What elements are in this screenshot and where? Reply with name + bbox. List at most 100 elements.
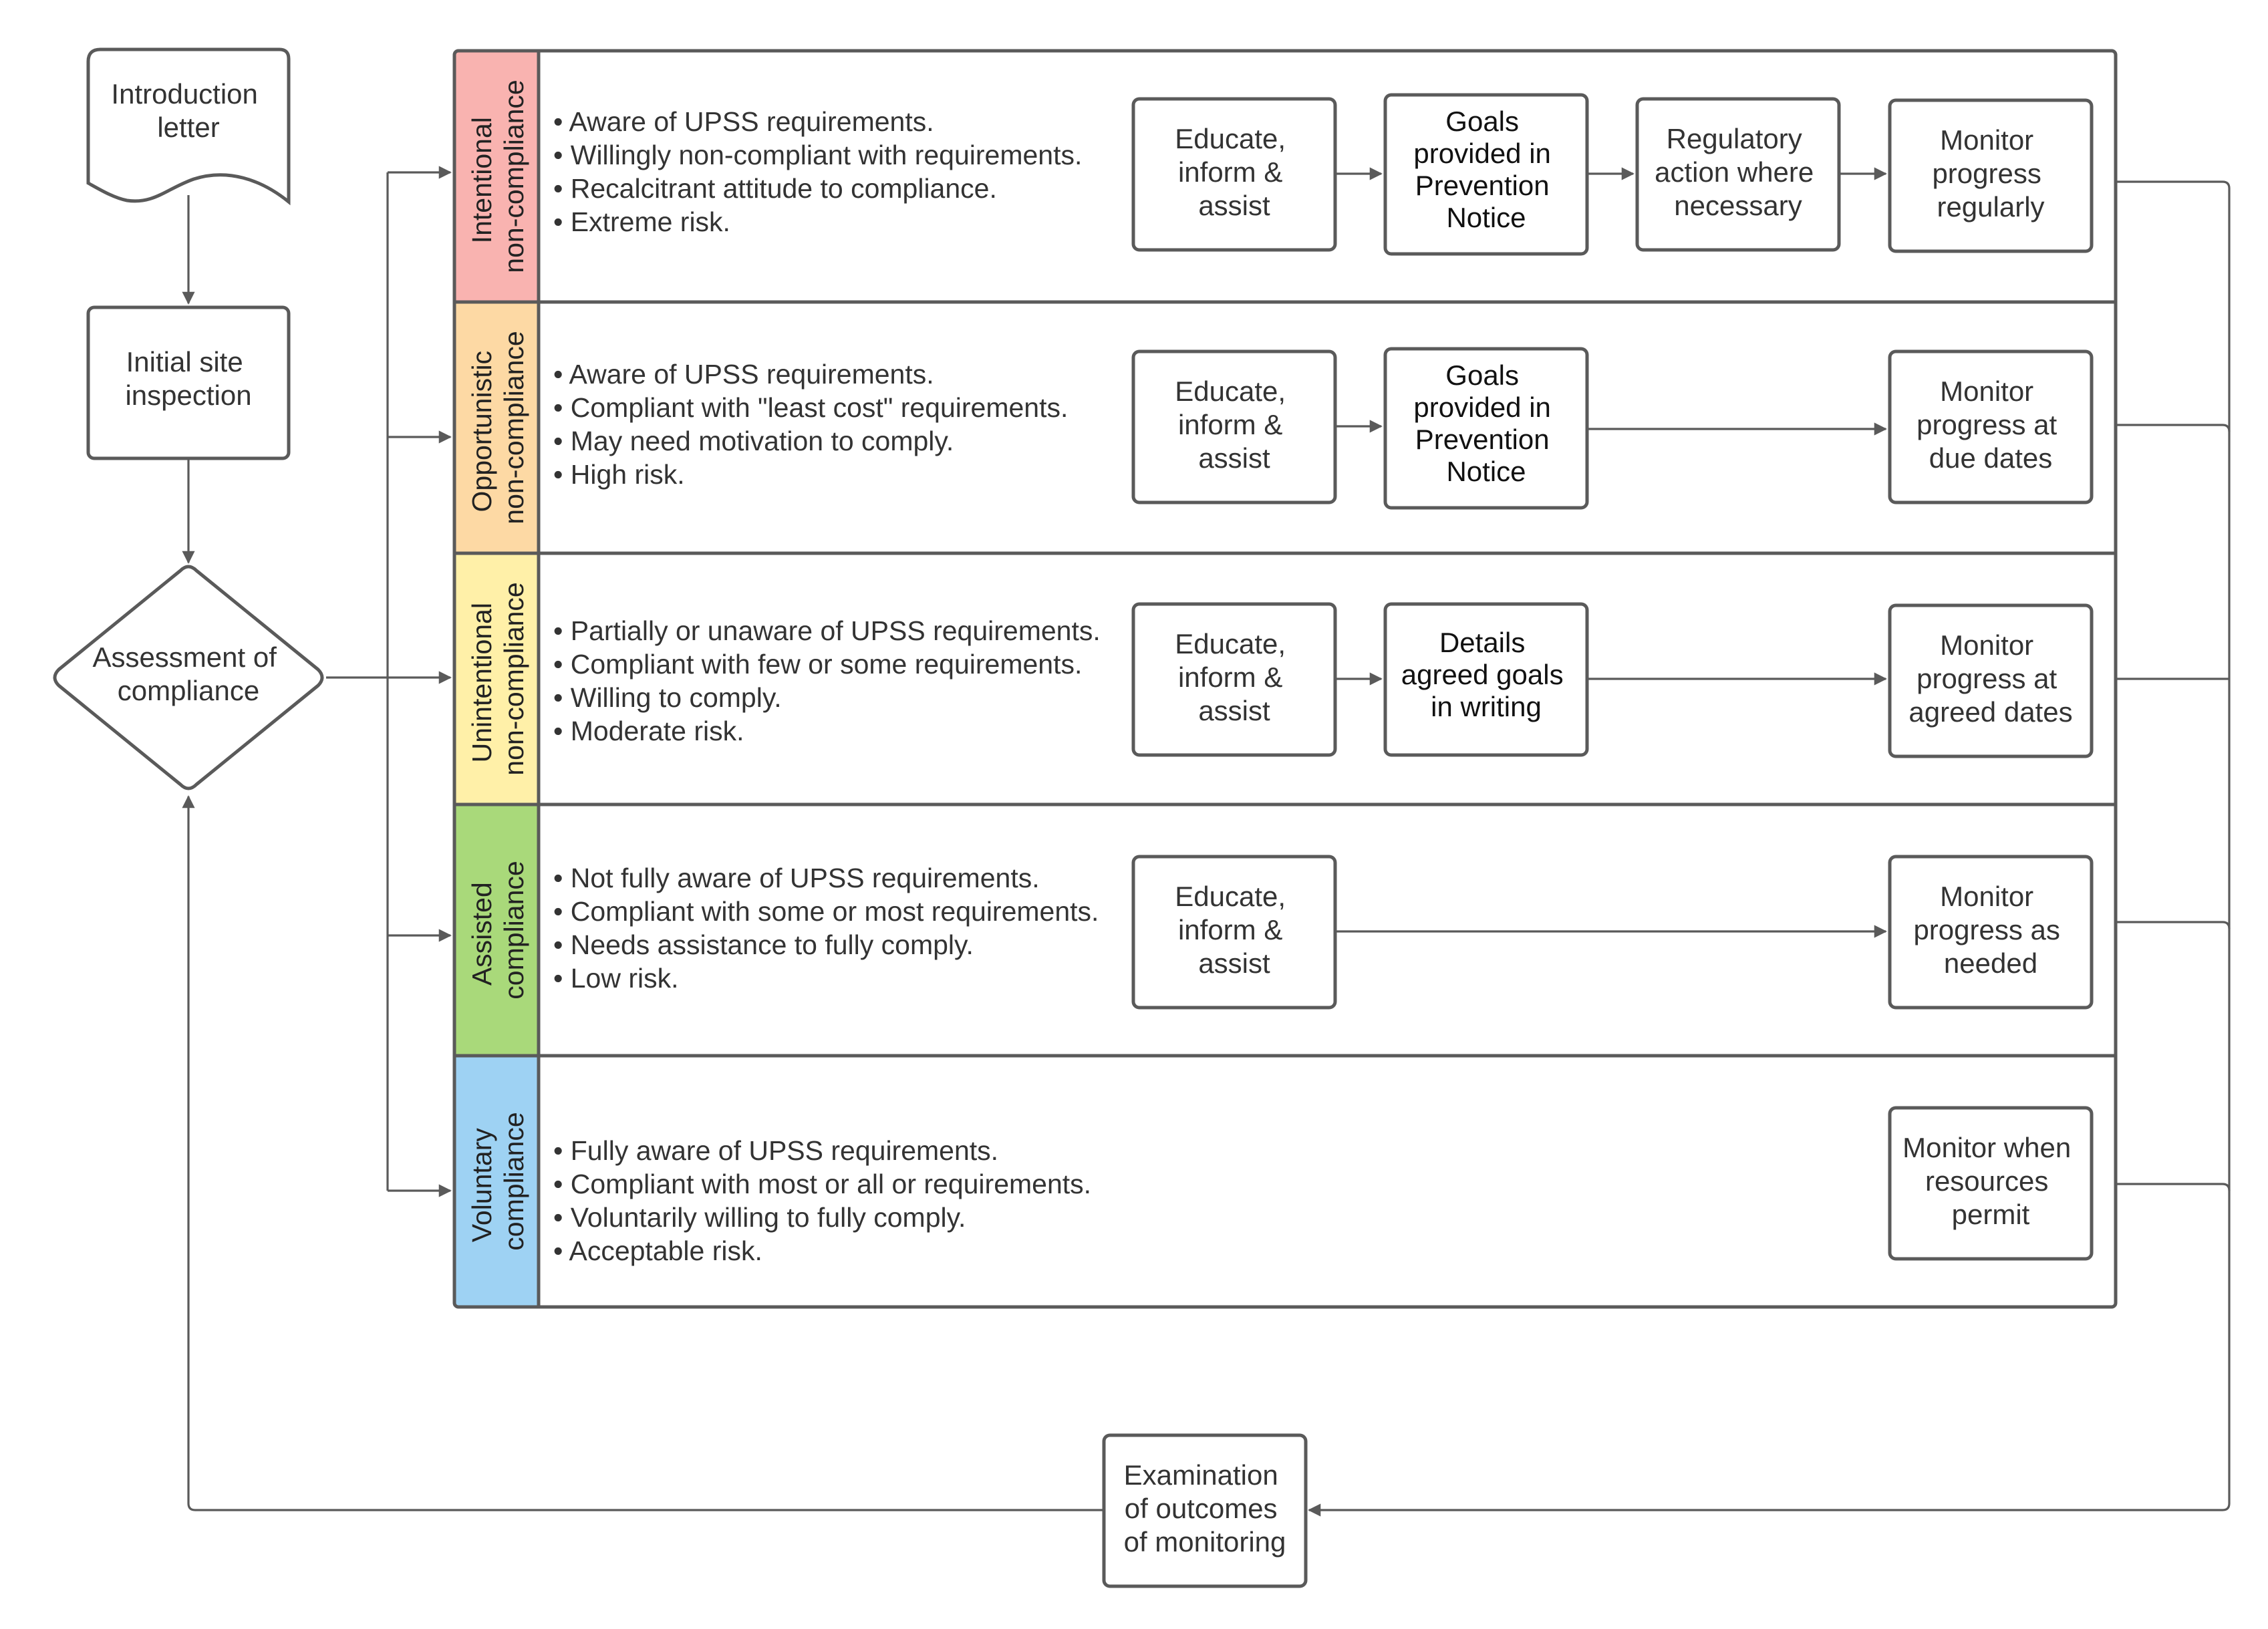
step-text: progress <box>1932 158 2041 189</box>
svg-text:• Needs assistance to fully co: • Needs assistance to fully comply. <box>553 929 974 960</box>
bullet-dot: • <box>553 426 571 456</box>
step-text: Monitor when <box>1902 1132 2071 1163</box>
bullet-dot: • <box>553 649 571 680</box>
bullet-dot: • <box>553 206 571 237</box>
assessment-fanout-connectors <box>326 166 452 1197</box>
step-text: Goals <box>1445 359 1519 391</box>
lane-label-opportunistic-1: Opportunistic <box>466 351 497 512</box>
step-text: resources <box>1925 1165 2048 1197</box>
lane-bullet: Willing to comply. <box>571 682 782 713</box>
educate-step-node: Educate, inform & assist <box>1131 97 1337 252</box>
step-text: assist <box>1198 695 1270 726</box>
svg-text:Intentional non-complian: Intentional non-compliance <box>466 80 529 273</box>
step-text: due dates <box>1929 442 2053 474</box>
svg-text:Educate, inform &: Educate, inform & assist <box>1175 123 1293 221</box>
lane-unintentional-bullets: • Partially or unaware of UPSS requireme… <box>553 615 1101 746</box>
lane-label-assisted-1: Assisted <box>466 882 497 986</box>
educate-step-node: Educate, inform & assist <box>1131 602 1337 757</box>
lane-voluntary-bullets: • Fully aware of UPSS requirements. • Co… <box>553 1135 1091 1266</box>
arrow-examination-to-assessment <box>182 795 1104 1511</box>
lane-strip-voluntary <box>454 1056 539 1307</box>
svg-text:• Extreme risk.: • Extreme risk. <box>553 206 730 237</box>
lane-bullet: May need motivation to comply. <box>571 426 954 456</box>
svg-text:• Compliant with "least cost": • Compliant with "least cost" requiremen… <box>553 392 1068 423</box>
step-text: progress at <box>1917 409 2057 440</box>
svg-text:Monitor when resources: Monitor when resources permit <box>1902 1132 2079 1230</box>
bullet-dot: • <box>553 963 571 994</box>
intro-letter-line-1: Introduction <box>111 78 257 110</box>
step-text: inform & <box>1178 661 1282 693</box>
examination-line-3: of monitoring <box>1124 1526 1286 1558</box>
monitor-step-node: Monitor progress regularly <box>1888 98 2094 253</box>
svg-text:Educate, inform &: Educate, inform & assist <box>1175 376 1293 474</box>
bullet-dot: • <box>553 1235 569 1266</box>
step-text: necessary <box>1674 190 1802 221</box>
svg-text:Unintentional non-compli: Unintentional non-compliance <box>466 582 529 775</box>
lane-opportunistic-bullets: • Aware of UPSS requirements. • Complian… <box>553 359 1068 490</box>
step-text: Notice <box>1446 202 1526 233</box>
svg-text:• Compliant with most or all o: • Compliant with most or all or requirem… <box>553 1169 1091 1199</box>
bullet-dot: • <box>553 106 569 137</box>
lane-label-opportunistic-2: non-compliance <box>499 331 529 524</box>
svg-text:• Partially or unaware of UPSS: • Partially or unaware of UPSS requireme… <box>553 615 1101 646</box>
lane-bullet: Partially or unaware of UPSS requirement… <box>571 615 1101 646</box>
lane-bullet: Voluntarily willing to fully comply. <box>571 1202 966 1233</box>
svg-text:• Moderate risk.: • Moderate risk. <box>553 716 744 746</box>
step-text: regularly <box>1937 191 2044 223</box>
lane-bullet: Recalcitrant attitude to compliance. <box>571 173 997 204</box>
regulatory-action-step-node: Regulatory action where necessary <box>1635 97 1841 252</box>
initial-site-inspection-node: Initial site inspection <box>86 305 291 460</box>
svg-text:• Fully aware of UPSS requirem: • Fully aware of UPSS requirements. <box>553 1135 998 1166</box>
step-text: Monitor <box>1940 124 2033 156</box>
svg-text:Goals provided in: Goals provided in Prevention Notice <box>1413 359 1558 487</box>
svg-text:Monitor progress as: Monitor progress as needed <box>1913 881 2068 979</box>
lane-strip-assisted <box>454 804 539 1056</box>
bullet-dot: • <box>553 682 571 713</box>
lane-intentional-steps: Educate, inform & assist Goals provided … <box>1131 93 2094 256</box>
lane-strip-opportunistic <box>454 302 539 553</box>
step-text: Details <box>1439 627 1525 658</box>
lane-bullet: Low risk. <box>571 963 679 994</box>
bullet-dot: • <box>553 173 571 204</box>
lane-label-assisted-2: compliance <box>499 861 529 999</box>
bullet-dot: • <box>553 1135 571 1166</box>
step-text: Educate, <box>1175 376 1286 407</box>
lane-label-unintentional-2: non-compliance <box>499 582 529 775</box>
bullet-dot: • <box>553 863 571 893</box>
examination-line-1: Examination <box>1124 1459 1278 1491</box>
step-text: Prevention <box>1415 170 1550 201</box>
lane-bullet: Compliant with most or all or requiremen… <box>571 1169 1091 1199</box>
svg-text:• Aware of UPSS requirements.: • Aware of UPSS requirements. <box>553 106 934 137</box>
lane-bullet: Aware of UPSS requirements. <box>569 359 934 390</box>
lane-unintentional-steps: Educate, inform & assist Details agreed … <box>1131 602 2094 758</box>
lane-bullet: Not fully aware of UPSS requirements. <box>571 863 1040 893</box>
step-text: Monitor <box>1940 629 2033 661</box>
examination-node: Examination of outcomes of monitoring <box>1102 1433 1308 1588</box>
lane-bullet: Willingly non-compliant with requirement… <box>571 140 1083 170</box>
lane-label-intentional-1: Intentional <box>466 117 497 243</box>
step-text: in writing <box>1431 691 1542 722</box>
step-text: Educate, <box>1175 881 1286 912</box>
step-text: inform & <box>1178 156 1282 188</box>
svg-text:Examination of outcomes: Examination of outcomes of monitoring <box>1124 1459 1286 1558</box>
bullet-dot: • <box>553 615 571 646</box>
lane-bullet: Compliant with some or most requirements… <box>571 896 1099 927</box>
lane-label-intentional-2: non-compliance <box>499 80 529 273</box>
step-text: provided in <box>1413 138 1550 169</box>
inspection-line-1: Initial site <box>126 346 243 378</box>
svg-text:• Low risk.: • Low risk. <box>553 963 679 994</box>
svg-text:• Compliant with few or some r: • Compliant with few or some requirement… <box>553 649 1082 680</box>
step-text: progress as <box>1913 914 2060 945</box>
step-text: Regulatory <box>1667 123 1802 154</box>
svg-text:• Willing to comply.: • Willing to comply. <box>553 682 782 713</box>
step-text: Goals <box>1445 106 1519 137</box>
svg-text:Opportunistic non-compli: Opportunistic non-compliance <box>466 331 529 524</box>
lane-bullet: High risk. <box>571 459 685 490</box>
goals-step-node: Goals provided in Prevention Notice <box>1383 93 1589 256</box>
lane-bullet: Fully aware of UPSS requirements. <box>571 1135 998 1166</box>
step-text: Monitor <box>1940 881 2033 912</box>
svg-text:Initial site inspection: Initial site inspection <box>125 346 251 411</box>
lane-strip-intentional <box>454 51 539 302</box>
step-text: Monitor <box>1940 376 2033 407</box>
